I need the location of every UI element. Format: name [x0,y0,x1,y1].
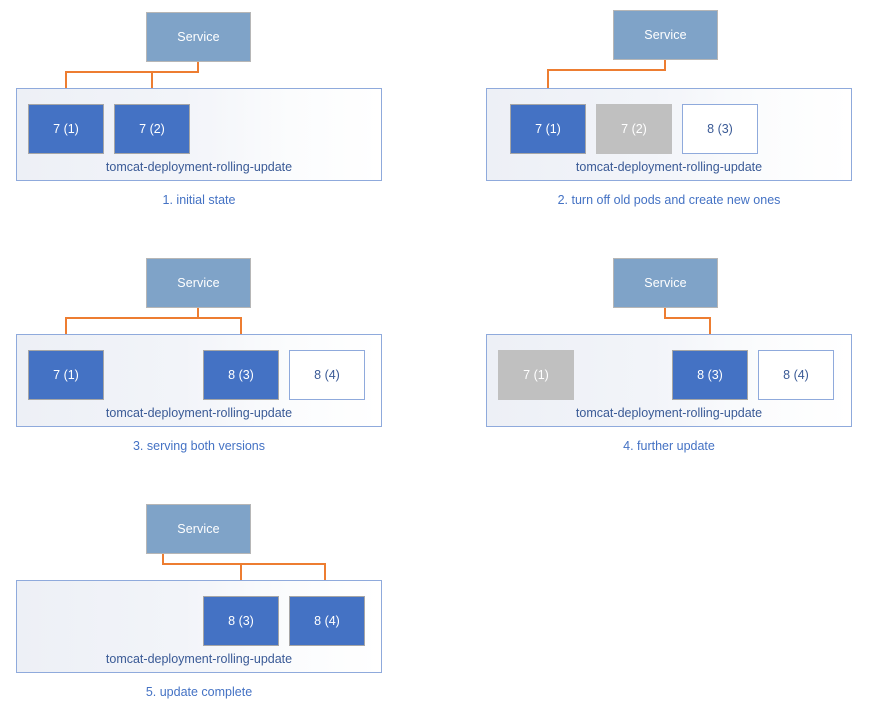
panel-caption: 5. update complete [145,685,253,699]
pod-label: 8 (3) [707,121,733,136]
pod-8-4[interactable]: 8 (4) [289,596,365,646]
deployment-name-label: tomcat-deployment-rolling-update [575,159,763,174]
pod-7-2[interactable]: 7 (2) [596,104,672,154]
pod-7-1[interactable]: 7 (1) [28,104,104,154]
pod-label: 7 (1) [523,367,549,382]
pod-8-3[interactable]: 8 (3) [682,104,758,154]
panel-caption: 1. initial state [162,193,236,207]
panel-caption: 3. serving both versions [132,439,265,453]
pod-8-3[interactable]: 8 (3) [203,350,279,400]
service-node[interactable]: Service [146,504,251,554]
service-label: Service [177,29,220,44]
panel-caption: 2. turn off old pods and create new ones [557,193,781,207]
service-node[interactable]: Service [146,12,251,62]
pod-label: 8 (3) [228,613,254,628]
pod-label: 8 (4) [783,367,809,382]
pod-label: 7 (1) [53,367,79,382]
service-label: Service [177,275,220,290]
pod-label: 7 (1) [53,121,79,136]
service-node[interactable]: Service [613,258,718,308]
pod-label: 7 (2) [139,121,165,136]
service-node[interactable]: Service [146,258,251,308]
pod-8-3[interactable]: 8 (3) [672,350,748,400]
pod-label: 7 (2) [621,121,647,136]
pod-label: 8 (4) [314,367,340,382]
pod-label: 7 (1) [535,121,561,136]
pod-7-2[interactable]: 7 (2) [114,104,190,154]
service-label: Service [644,275,687,290]
deployment-name-label: tomcat-deployment-rolling-update [105,651,293,666]
service-label: Service [177,521,220,536]
pod-label: 8 (3) [697,367,723,382]
pod-8-4[interactable]: 8 (4) [289,350,365,400]
pod-7-1[interactable]: 7 (1) [498,350,574,400]
deployment-name-label: tomcat-deployment-rolling-update [105,405,293,420]
pod-label: 8 (3) [228,367,254,382]
pod-label: 8 (4) [314,613,340,628]
pod-8-4[interactable]: 8 (4) [758,350,834,400]
pod-7-1[interactable]: 7 (1) [28,350,104,400]
service-node[interactable]: Service [613,10,718,60]
panel-caption: 4. further update [623,439,715,453]
deployment-name-label: tomcat-deployment-rolling-update [575,405,763,420]
service-label: Service [644,27,687,42]
pod-7-1[interactable]: 7 (1) [510,104,586,154]
pod-8-3[interactable]: 8 (3) [203,596,279,646]
deployment-name-label: tomcat-deployment-rolling-update [105,159,293,174]
